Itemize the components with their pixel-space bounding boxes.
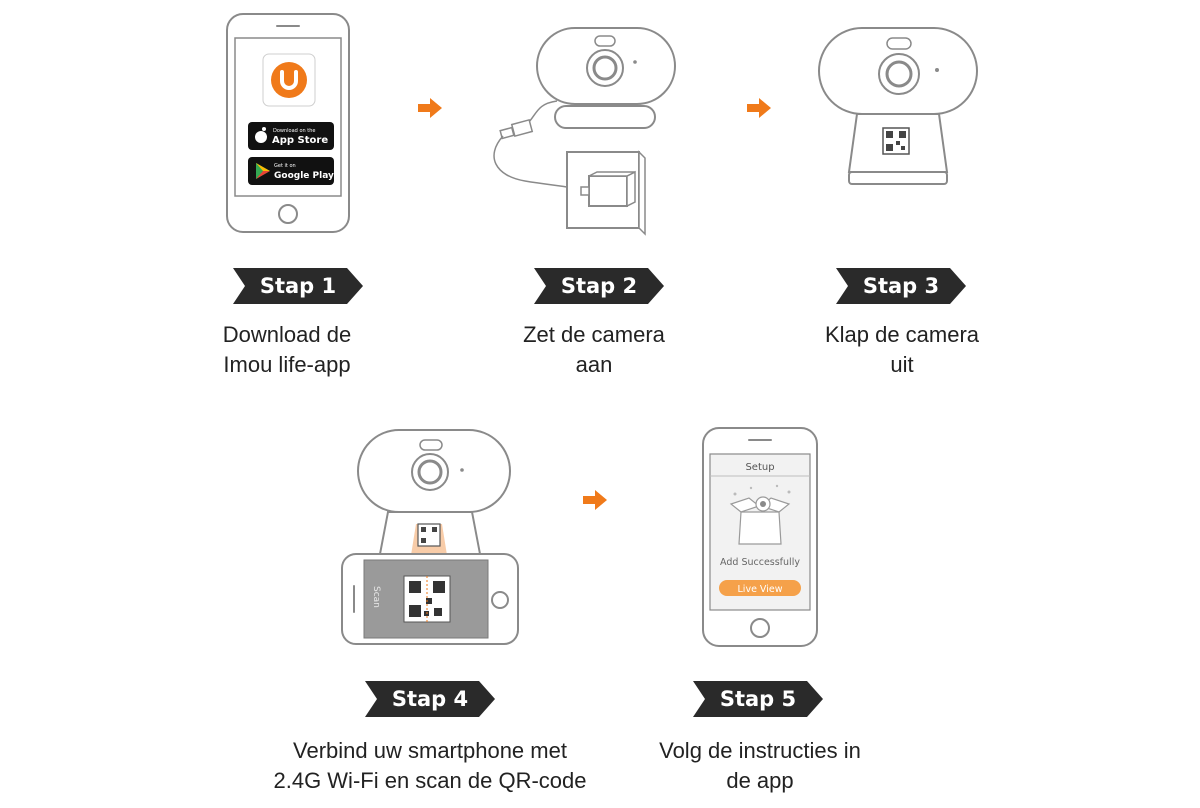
- arrow-right-icon: [747, 98, 771, 118]
- google-play-big-text: Google Play: [274, 171, 334, 181]
- step1-desc-line2: Imou life-app: [223, 352, 351, 377]
- step3-camera-illustration: [818, 27, 978, 185]
- imou-logo-icon[interactable]: [262, 53, 316, 107]
- step5-desc-line2: de app: [726, 768, 794, 793]
- step4-label: Stap 4: [391, 687, 469, 711]
- step3-label: Stap 3: [862, 274, 940, 298]
- step5-desc-line1: Volg de instructies in: [659, 738, 861, 763]
- step1-description: Download de Imou life-app: [167, 320, 407, 380]
- arrow-right-icon: [418, 98, 442, 118]
- step1-label: Stap 1: [259, 274, 337, 298]
- google-play-badge[interactable]: Get it on Google Play: [248, 157, 334, 185]
- google-play-icon: [256, 163, 270, 179]
- step2-description: Zet de camera aan: [474, 320, 714, 380]
- arrow-right-icon: [583, 490, 607, 510]
- step2-desc-line2: aan: [575, 352, 613, 377]
- step4-desc-line2: 2.4G Wi-Fi en scan de QR-code: [273, 768, 587, 793]
- qr-code-icon: [882, 127, 910, 155]
- app-store-big-text: App Store: [272, 135, 328, 146]
- step2-desc-line1: Zet de camera: [523, 322, 665, 347]
- step3-ribbon: Stap 3: [836, 268, 966, 304]
- step3-desc-line1: Klap de camera: [824, 322, 980, 347]
- app-store-badge[interactable]: Download on the App Store: [248, 122, 334, 150]
- step4-description: Verbind uw smartphone met 2.4G Wi-Fi en …: [240, 736, 620, 796]
- step2-label: Stap 2: [560, 274, 638, 298]
- app-store-small-text: Download on the: [273, 128, 315, 134]
- step3-description: Klap de camera uit: [782, 320, 1022, 380]
- gift-box-icon: [729, 484, 791, 545]
- add-success-text: Add Successfully: [720, 557, 800, 568]
- scan-label: Scan: [371, 586, 381, 608]
- step5-description: Volg de instructies in de app: [620, 736, 900, 796]
- step4-desc-line1: Verbind uw smartphone met: [293, 738, 567, 763]
- step5-ribbon: Stap 5: [693, 681, 823, 717]
- setup-header: Setup: [745, 462, 774, 473]
- step5-label: Stap 5: [719, 687, 797, 711]
- step4-scan-illustration: Scan: [341, 429, 519, 645]
- live-view-button[interactable]: Live View: [719, 580, 801, 596]
- step4-ribbon: Stap 4: [365, 681, 495, 717]
- google-play-small-text: Get it on: [274, 163, 296, 169]
- step2-camera-power-illustration: [493, 27, 676, 236]
- qr-code-icon: [403, 575, 451, 623]
- step1-phone-illustration: Download on the App Store Get it on Goog…: [226, 13, 350, 233]
- live-view-label: Live View: [738, 584, 783, 595]
- step1-ribbon: Stap 1: [233, 268, 363, 304]
- step3-desc-line2: uit: [890, 352, 914, 377]
- step2-ribbon: Stap 2: [534, 268, 664, 304]
- step5-phone-illustration: Setup Add Successfully Live View: [702, 427, 818, 647]
- step1-desc-line1: Download de: [222, 322, 352, 347]
- apple-icon: [255, 127, 267, 143]
